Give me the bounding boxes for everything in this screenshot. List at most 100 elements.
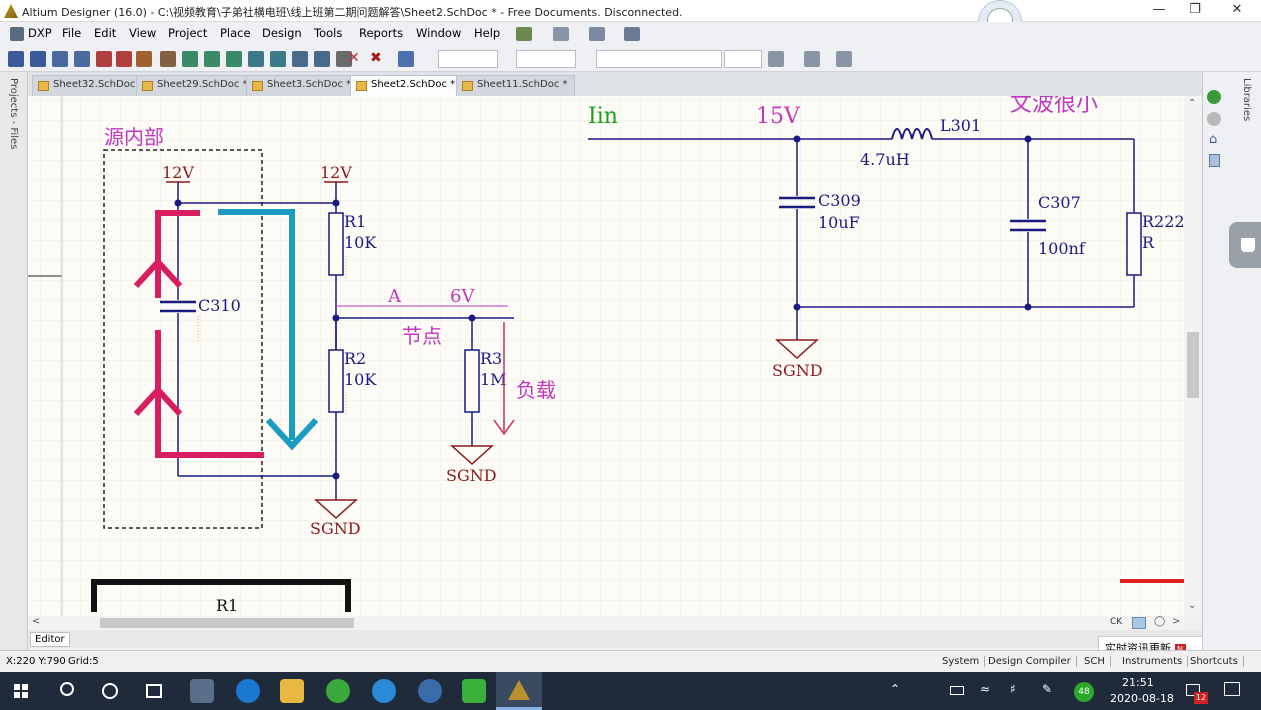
status-design-compiler-button[interactable]: Design Compiler <box>988 656 1077 667</box>
vertical-scrollbar[interactable]: ⌃ ⌄ <box>1184 96 1202 616</box>
volume-icon[interactable]: ♯ <box>1010 682 1016 696</box>
sheet-symbol-icon[interactable] <box>204 51 220 67</box>
style-combo[interactable] <box>596 50 722 68</box>
compile-mask-icon[interactable]: ✖ <box>370 50 382 66</box>
offsheet-icon[interactable] <box>292 51 308 67</box>
horizontal-scroll-thumb[interactable] <box>100 618 354 628</box>
place-part-icon[interactable] <box>160 51 176 67</box>
cortana-icon[interactable] <box>102 683 118 699</box>
r222-body <box>1126 212 1142 276</box>
vcc-port-icon[interactable] <box>136 51 152 67</box>
action-center-icon[interactable] <box>1224 682 1240 696</box>
harness-icon[interactable] <box>314 51 330 67</box>
schematic-canvas[interactable]: 源内部 12V C310 12V R1 10K A 6V 节点 R2 10K S… <box>28 96 1202 616</box>
close-button[interactable]: ✕ <box>1231 2 1243 17</box>
forward-icon[interactable] <box>1207 112 1221 126</box>
editor-tab[interactable]: Editor <box>30 632 70 647</box>
clear-icon[interactable]: ◯ <box>1154 616 1166 627</box>
projects-panel[interactable]: Projects - Files <box>0 72 28 650</box>
status-instruments-button[interactable]: Instruments <box>1122 656 1189 667</box>
bus-tool-icon[interactable] <box>30 51 46 67</box>
clock-time[interactable]: 21:51 <box>1122 676 1154 689</box>
altium-taskbar-icon <box>508 680 530 700</box>
notification-icon[interactable] <box>1186 684 1200 696</box>
menu-tools[interactable]: Tools <box>314 26 343 40</box>
directive-icon[interactable] <box>336 51 352 67</box>
explorer-taskbar-icon[interactable] <box>280 679 304 703</box>
menu-dxp[interactable]: DXP <box>28 26 52 40</box>
toolbar-power-icon[interactable] <box>589 27 605 41</box>
pen-icon[interactable] <box>398 51 414 67</box>
gnd-port-icon[interactable] <box>96 51 112 67</box>
toolbar-brush-icon[interactable] <box>516 27 532 41</box>
vertical-scroll-thumb[interactable] <box>1187 332 1199 398</box>
menu-place[interactable]: Place <box>220 26 251 40</box>
start-windows-icon[interactable] <box>14 684 28 698</box>
menu-reports[interactable]: Reports <box>359 26 404 40</box>
menu-window[interactable]: Window <box>416 26 462 40</box>
scroll-down-icon[interactable]: ⌄ <box>1188 600 1197 611</box>
font-combo[interactable] <box>438 50 498 68</box>
floating-widget[interactable] <box>1229 222 1261 268</box>
qihoo-taskbar-icon[interactable] <box>326 679 350 703</box>
wechat-taskbar-icon[interactable] <box>462 679 486 703</box>
horizontal-scrollbar[interactable]: < CK ◯ > <box>28 616 1184 630</box>
libraries-panel-label[interactable]: Libraries <box>1241 78 1252 122</box>
weight-combo[interactable] <box>724 50 762 68</box>
task-view-icon[interactable] <box>146 684 162 698</box>
scroll-up-icon[interactable]: ⌃ <box>1188 98 1197 109</box>
pen-tray-icon[interactable]: ✎ <box>1042 682 1053 696</box>
sheet-entry-icon[interactable] <box>226 51 242 67</box>
status-system-button[interactable]: System <box>942 656 986 667</box>
tab-sheet2[interactable]: Sheet2.SchDoc * <box>350 75 463 96</box>
maximize-button[interactable]: ❐ <box>1189 2 1201 17</box>
show-hidden-icons-icon[interactable]: ⌃ <box>890 682 901 696</box>
tab-sheet3[interactable]: Sheet3.SchDoc * <box>246 75 359 96</box>
no-erc-icon[interactable]: ✕ <box>348 50 360 66</box>
net-label-icon[interactable] <box>74 51 90 67</box>
menu-edit[interactable]: Edit <box>94 26 117 40</box>
tab-sheet29[interactable]: Sheet29.SchDoc * <box>136 75 255 96</box>
minimize-button[interactable]: — <box>1152 2 1166 17</box>
bookmark-icon[interactable] <box>1209 154 1220 167</box>
browser-taskbar-icon[interactable] <box>418 679 442 703</box>
arrange-icon[interactable] <box>836 51 852 67</box>
power-port-icon[interactable] <box>116 51 132 67</box>
clock-date[interactable]: 2020-08-18 <box>1110 692 1174 705</box>
calculator-taskbar-icon[interactable] <box>190 679 214 703</box>
tab-sheet11[interactable]: Sheet11.SchDoc * <box>456 75 575 96</box>
altium-taskbar-button[interactable] <box>496 672 542 710</box>
mask-level-icon[interactable] <box>1132 617 1146 629</box>
wire-tool-icon[interactable] <box>8 51 24 67</box>
scroll-left-icon[interactable]: < <box>32 616 41 627</box>
search-icon[interactable] <box>60 682 74 696</box>
size-combo[interactable] <box>516 50 576 68</box>
toolbar-align-icon[interactable] <box>553 27 569 41</box>
wifi-icon[interactable]: ≈ <box>980 682 991 696</box>
menu-view[interactable]: View <box>129 26 157 40</box>
status-sch-button[interactable]: SCH <box>1084 656 1111 667</box>
ck-button[interactable]: CK <box>1110 617 1123 627</box>
schematic-drawing[interactable]: 源内部 12V C310 12V R1 10K A 6V 节点 R2 10K S… <box>28 96 1202 616</box>
edge-taskbar-icon[interactable] <box>236 679 260 703</box>
tab-sheet32[interactable]: Sheet32.SchDoc <box>32 75 143 96</box>
bus-entry-icon[interactable] <box>52 51 68 67</box>
status-shortcuts-button[interactable]: Shortcuts <box>1190 656 1244 667</box>
device-sheet-icon[interactable] <box>248 51 264 67</box>
distribute-icon[interactable] <box>804 51 820 67</box>
list-align-icon[interactable] <box>768 51 784 67</box>
back-icon[interactable] <box>1207 90 1221 104</box>
home-icon[interactable]: ⌂ <box>1209 132 1218 147</box>
battery-icon[interactable] <box>950 686 964 695</box>
projects-panel-label[interactable]: Projects - Files <box>8 78 19 150</box>
hierarchy-icon[interactable] <box>182 51 198 67</box>
tray-badge[interactable]: 48 <box>1074 682 1094 702</box>
menu-file[interactable]: File <box>62 26 82 40</box>
menu-design[interactable]: Design <box>262 26 302 40</box>
scroll-right-icon[interactable]: > <box>1172 616 1181 627</box>
skype-taskbar-icon[interactable] <box>372 679 396 703</box>
toolbar-grid-icon[interactable] <box>624 27 640 41</box>
menu-project[interactable]: Project <box>168 26 208 40</box>
menu-help[interactable]: Help <box>474 26 501 40</box>
port-icon[interactable] <box>270 51 286 67</box>
